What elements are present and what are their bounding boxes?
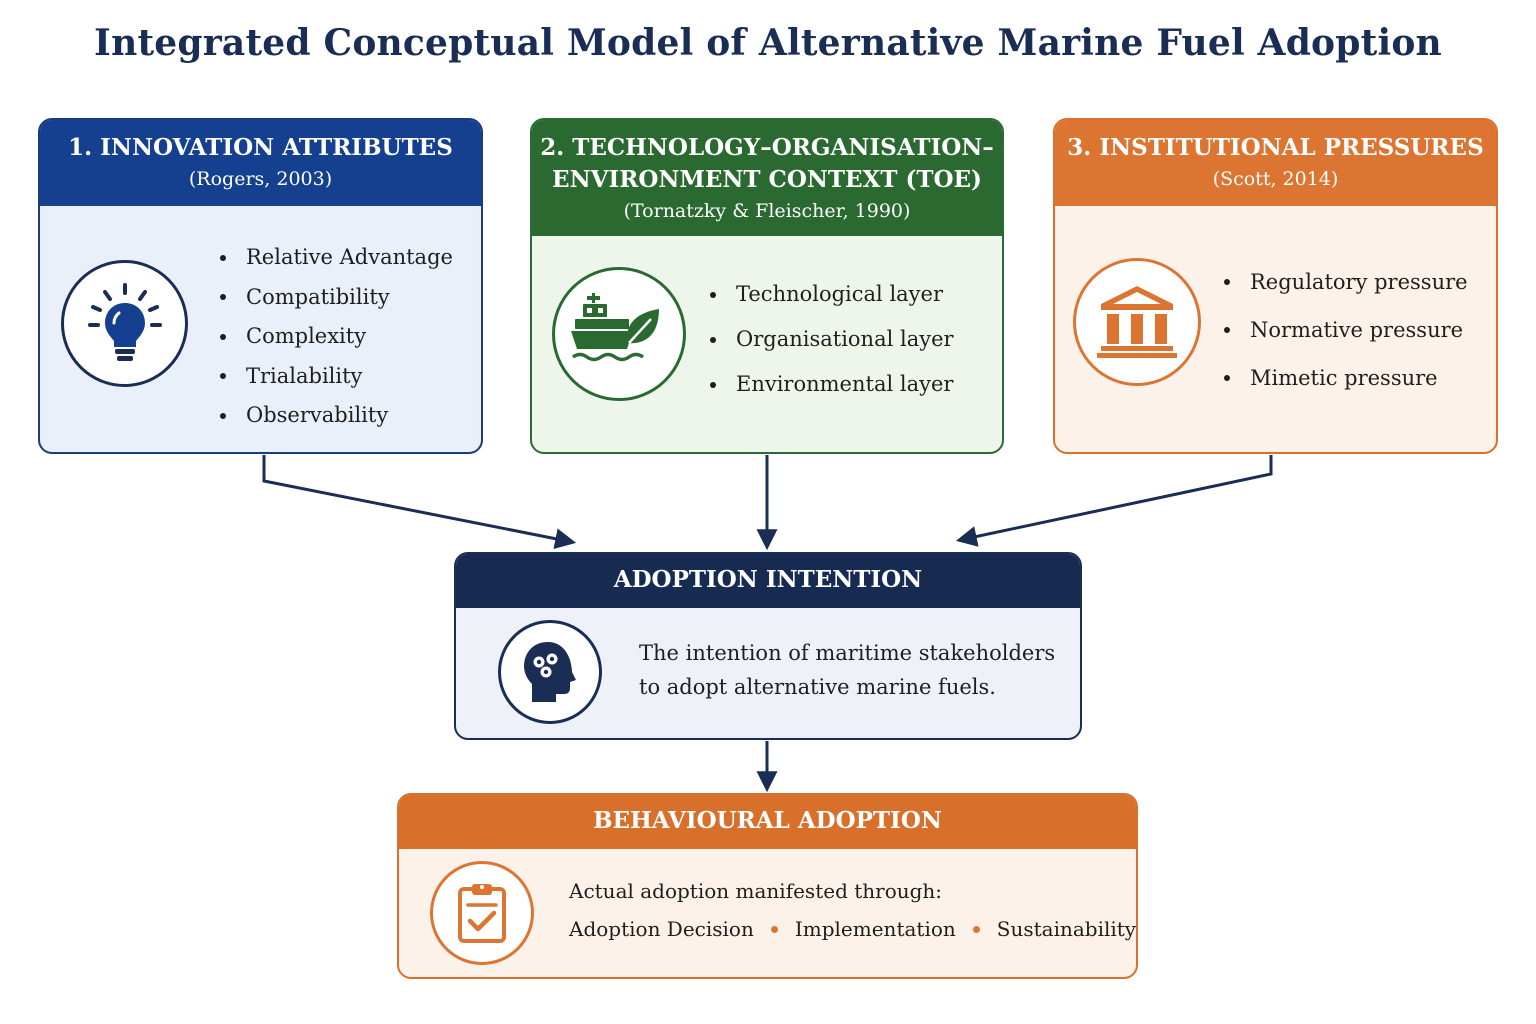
list-item: Environmental layer <box>708 362 954 407</box>
toe-context-title-line2: ENVIRONMENT CONTEXT (TOE) <box>552 166 982 193</box>
list-item: Technological layer <box>708 272 954 317</box>
innovation-attributes-citation: (Rogers, 2003) <box>188 168 333 190</box>
adoption-intention-description: The intention of maritime stakeholders t… <box>639 636 1059 704</box>
head-gears-icon <box>498 620 602 724</box>
list-item: Organisational layer <box>708 317 954 362</box>
arrow-innovation-to-intention <box>262 455 577 550</box>
adoption-intention-title: ADOPTION INTENTION <box>613 566 923 593</box>
adoption-intention-header: ADOPTION INTENTION <box>456 554 1080 608</box>
innovation-attributes-list: Relative Advantage Compatibility Complex… <box>218 238 453 436</box>
adoption-intention-line2: to adopt alternative marine fuels. <box>639 675 996 699</box>
institutional-pressures-header: 3. INSTITUTIONAL PRESSURES (Scott, 2014) <box>1055 120 1496 206</box>
institutional-pressures-title: 3. INSTITUTIONAL PRESSURES <box>1067 134 1484 161</box>
institutional-pressures-citation: (Scott, 2014) <box>1212 168 1339 190</box>
institutional-pressures-box: 3. INSTITUTIONAL PRESSURES (Scott, 2014)… <box>1053 118 1498 454</box>
behavioural-adoption-box: BEHAVIOURAL ADOPTION Actual adoption man… <box>397 793 1138 979</box>
innovation-attributes-title: 1. INNOVATION ATTRIBUTES <box>68 134 453 161</box>
toe-context-header: 2. TECHNOLOGY–ORGANISATION– ENVIRONMENT … <box>532 120 1002 236</box>
behavioural-adoption-intro: Actual adoption manifested through: <box>569 879 943 903</box>
behavioural-adoption-title: BEHAVIOURAL ADOPTION <box>593 807 942 834</box>
stage-adoption-decision: Adoption Decision <box>569 917 754 941</box>
arrow-institutional-to-intention <box>955 455 1273 547</box>
adoption-stages: Adoption Decision Implementation Sustain… <box>569 917 1136 941</box>
toe-context-box: 2. TECHNOLOGY–ORGANISATION– ENVIRONMENT … <box>530 118 1004 454</box>
behavioural-adoption-header: BEHAVIOURAL ADOPTION <box>399 795 1136 849</box>
diagram-title: Integrated Conceptual Model of Alternati… <box>94 22 1442 64</box>
bullet-dot <box>972 925 980 933</box>
toe-context-title-line1: 2. TECHNOLOGY–ORGANISATION– <box>540 134 994 161</box>
institution-building-icon <box>1073 258 1201 386</box>
clipboard-check-icon <box>430 861 534 965</box>
ship-leaf-icon <box>552 267 686 401</box>
bullet-dot <box>770 925 778 933</box>
list-item: Regulatory pressure <box>1222 258 1468 306</box>
list-item: Mimetic pressure <box>1222 354 1468 402</box>
innovation-attributes-header: 1. INNOVATION ATTRIBUTES (Rogers, 2003) <box>40 120 481 206</box>
list-item: Observability <box>218 396 453 436</box>
lightbulb-icon <box>61 260 188 387</box>
institutional-pressures-list: Regulatory pressure Normative pressure M… <box>1222 258 1468 402</box>
list-item: Normative pressure <box>1222 306 1468 354</box>
list-item: Complexity <box>218 317 453 357</box>
list-item: Compatibility <box>218 278 453 318</box>
adoption-intention-box: ADOPTION INTENTION The intention of mari… <box>454 552 1082 740</box>
list-item: Trialability <box>218 357 453 397</box>
stage-implementation: Implementation <box>794 917 956 941</box>
adoption-intention-line1: The intention of maritime stakeholders <box>639 641 1056 665</box>
stage-sustainability: Sustainability <box>996 917 1137 941</box>
toe-context-list: Technological layer Organisational layer… <box>708 272 954 407</box>
toe-context-citation: (Tornatzky & Fleischer, 1990) <box>623 200 911 222</box>
innovation-attributes-box: 1. INNOVATION ATTRIBUTES (Rogers, 2003) … <box>38 118 483 454</box>
list-item: Relative Advantage <box>218 238 453 278</box>
